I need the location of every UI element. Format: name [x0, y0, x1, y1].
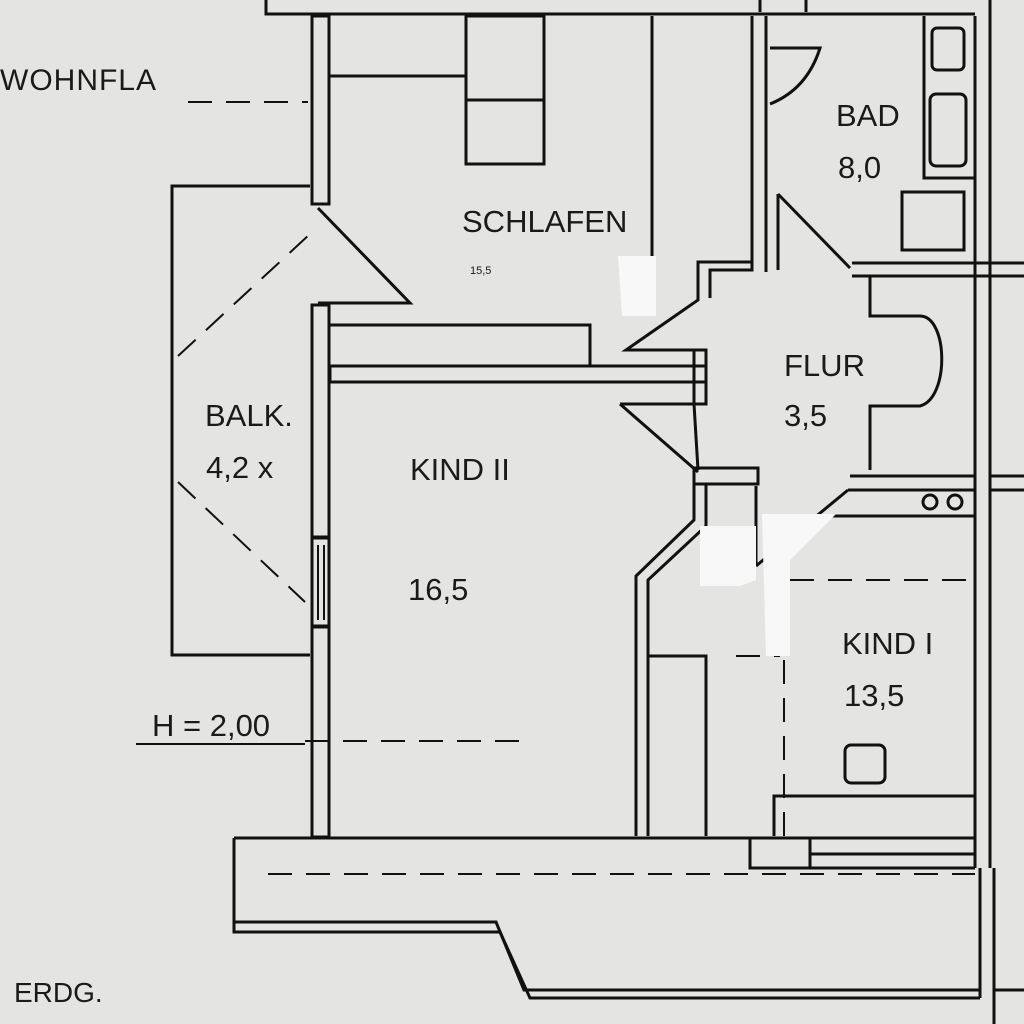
- label-bad-name: BAD: [836, 98, 900, 133]
- label-flur-name: FLUR: [784, 348, 865, 383]
- label-wohnflaeche: WOHNFLA: [0, 64, 157, 97]
- correction-patches: [618, 256, 836, 656]
- hallway: [619, 192, 852, 568]
- label-kind2-name: KIND II: [410, 452, 510, 487]
- label-kind1-area: 13,5: [844, 678, 904, 713]
- partition-wall-kind2: [328, 323, 708, 406]
- label-kind2-area: 16,5: [408, 572, 468, 607]
- left-exterior-wall: [310, 14, 331, 839]
- bedroom-furniture: [330, 14, 654, 262]
- top-wall: [264, 0, 975, 16]
- bathroom: [750, 16, 1024, 278]
- right-walls: [790, 0, 1024, 868]
- label-schlafen-area: 15,5: [470, 265, 491, 277]
- label-height: H = 2,00: [152, 708, 270, 743]
- label-kind1-name: KIND I: [842, 626, 933, 661]
- label-balkon-name: BALK.: [205, 398, 293, 433]
- label-flur-area: 3,5: [784, 398, 827, 433]
- balcony: [170, 184, 311, 657]
- label-schlafen-name: SCHLAFEN: [462, 204, 627, 239]
- label-floor: ERDG.: [14, 977, 103, 1008]
- kind1-room: [634, 484, 975, 836]
- label-bad-area: 8,0: [838, 150, 881, 185]
- south-terrace: [232, 836, 1024, 1024]
- label-balkon-area: 4,2 x: [206, 450, 274, 485]
- balcony-door-swing: [316, 206, 414, 305]
